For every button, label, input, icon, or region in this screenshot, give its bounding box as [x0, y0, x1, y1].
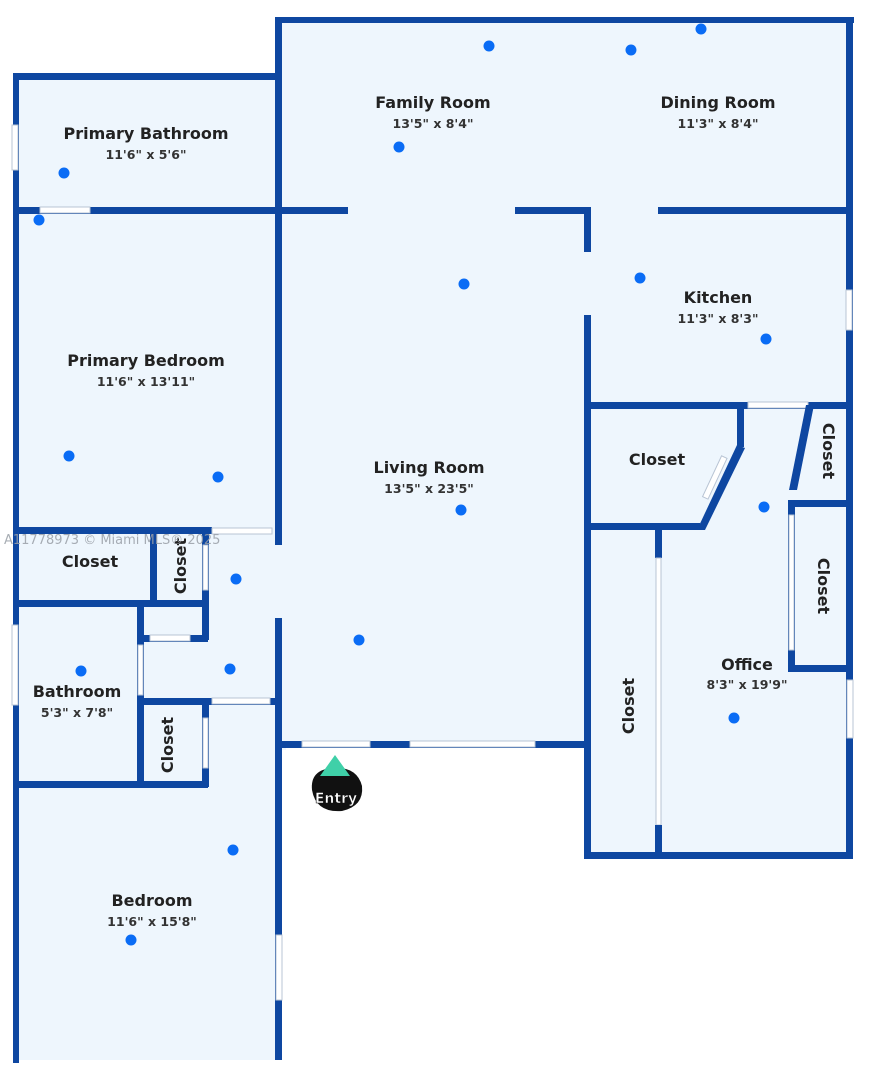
closet-office-upper-name: Closet: [629, 450, 686, 469]
photo-marker[interactable]: [728, 712, 740, 724]
living-room-name: Living Room: [374, 458, 485, 477]
entry-marker[interactable]: Entry: [311, 755, 363, 812]
photo-marker[interactable]: [33, 214, 45, 226]
entry-label: Entry: [315, 791, 357, 807]
primary-bedroom-name: Primary Bedroom: [67, 351, 225, 370]
kitchen-name: Kitchen: [684, 288, 753, 307]
walls: [11, 17, 854, 1063]
watermark: A11778973 © Miami MLS® 2025: [4, 533, 220, 548]
office-name: Office: [721, 655, 773, 674]
photo-marker[interactable]: [58, 167, 70, 179]
dining-room-dim: 11'3" x 8'4": [678, 116, 759, 131]
closet-office-left-name: Closet: [619, 678, 638, 735]
photo-marker[interactable]: [353, 634, 365, 646]
closet-office-right-name: Closet: [814, 558, 833, 615]
photo-marker[interactable]: [634, 272, 646, 284]
room-labels: Family Room 13'5" x 8'4" Dining Room 11'…: [33, 93, 838, 929]
photo-marker[interactable]: [758, 501, 770, 513]
family-room-name: Family Room: [375, 93, 490, 112]
primary-bedroom-dim: 11'6" x 13'11": [97, 374, 195, 389]
primary-bathroom-dim: 11'6" x 5'6": [106, 147, 187, 162]
bedroom-name: Bedroom: [111, 891, 192, 910]
office-dim: 8'3" x 19'9": [707, 677, 788, 692]
photo-marker[interactable]: [224, 663, 236, 675]
photo-marker[interactable]: [455, 504, 467, 516]
photo-markers: [33, 23, 772, 946]
photo-marker[interactable]: [458, 278, 470, 290]
primary-bathroom-name: Primary Bathroom: [63, 124, 228, 143]
closet-small-lower-name: Closet: [158, 717, 177, 774]
photo-marker[interactable]: [212, 471, 224, 483]
entry-arrow-icon: [320, 755, 350, 776]
closet-small-upper-name: Closet: [171, 538, 190, 595]
photo-marker[interactable]: [230, 573, 242, 585]
photo-marker[interactable]: [227, 844, 239, 856]
photo-marker[interactable]: [695, 23, 707, 35]
closet-left-name: Closet: [62, 552, 119, 571]
kitchen-dim: 11'3" x 8'3": [678, 311, 759, 326]
bathroom-name: Bathroom: [33, 682, 122, 701]
photo-marker[interactable]: [483, 40, 495, 52]
family-room-dim: 13'5" x 8'4": [393, 116, 474, 131]
bathroom-dim: 5'3" x 7'8": [41, 705, 113, 720]
floor-area: [13, 17, 852, 1060]
bedroom-dim: 11'6" x 15'8": [107, 914, 197, 929]
entry-blob: [311, 767, 363, 812]
photo-marker[interactable]: [75, 665, 87, 677]
photo-marker[interactable]: [625, 44, 637, 56]
photo-marker[interactable]: [63, 450, 75, 462]
living-room-dim: 13'5" x 23'5": [384, 481, 474, 496]
photo-marker[interactable]: [393, 141, 405, 153]
closet-office-right-top-name: Closet: [819, 423, 838, 480]
photo-marker[interactable]: [760, 333, 772, 345]
dining-room-name: Dining Room: [660, 93, 775, 112]
photo-marker[interactable]: [125, 934, 137, 946]
